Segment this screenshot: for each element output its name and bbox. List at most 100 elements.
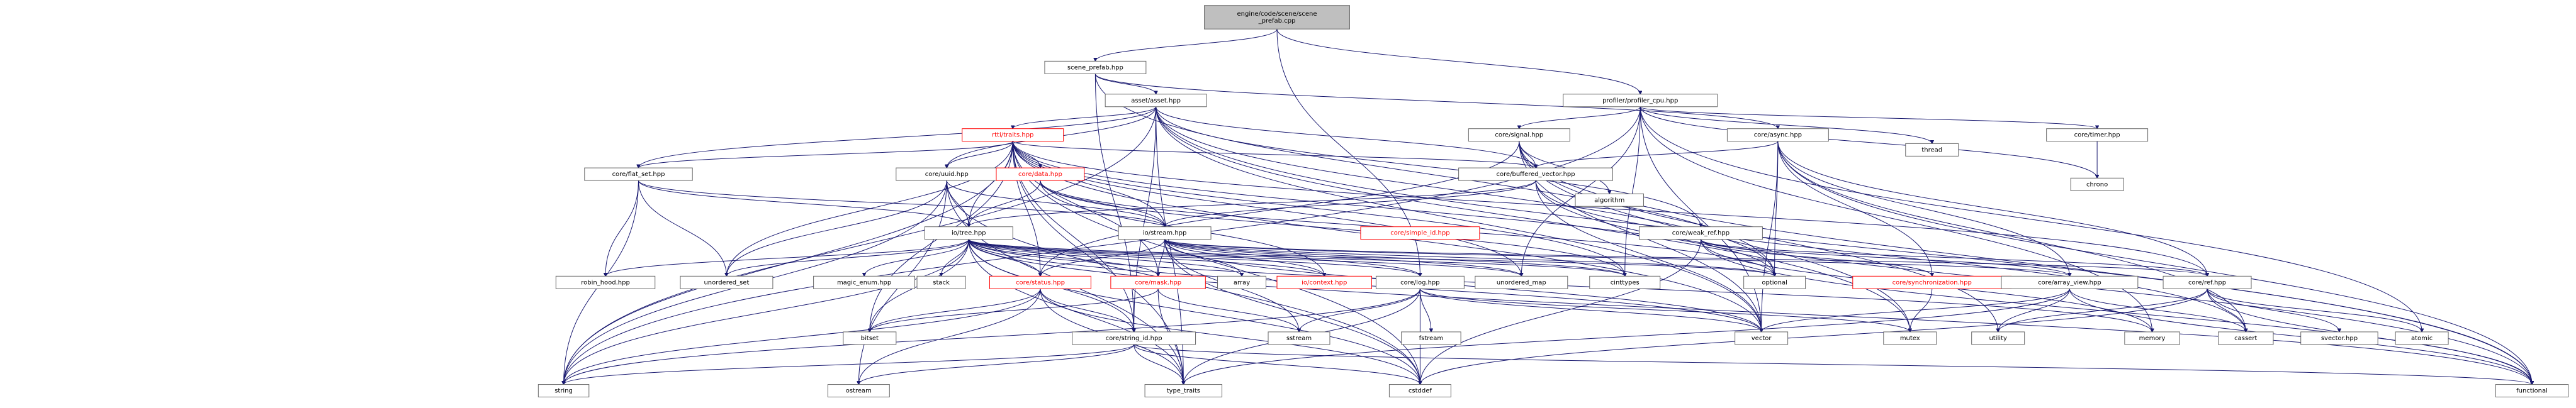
- node-memory[interactable]: memory: [2124, 331, 2180, 345]
- node-mask[interactable]: core/mask.hpp: [1110, 275, 1206, 289]
- edge-data-to-cinttypes: [1040, 180, 1625, 276]
- node-functional[interactable]: functional: [2495, 384, 2569, 398]
- node-label: core/array_view.hpp: [2038, 279, 2101, 286]
- node-scene_prefab[interactable]: scene_prefab.hpp: [1044, 60, 1147, 74]
- node-mutex[interactable]: mutex: [1883, 331, 1937, 345]
- node-weak_ref[interactable]: core/weak_ref.hpp: [1638, 226, 1763, 240]
- node-status[interactable]: core/status.hpp: [989, 275, 1091, 289]
- node-ostream[interactable]: ostream: [827, 384, 890, 398]
- edge-rtti-to-unordered_map: [1012, 141, 1521, 277]
- node-svector[interactable]: svector.hpp: [2300, 331, 2378, 345]
- node-simple_id[interactable]: core/simple_id.hpp: [1360, 226, 1480, 240]
- edge-tree-to-unordered_set: [726, 239, 969, 277]
- node-box: [2300, 331, 2378, 345]
- edge-stream-to-ref: [1164, 239, 2207, 277]
- edge-weak_ref-to-cstddef: [1420, 239, 1701, 385]
- node-flat_set[interactable]: core/flat_set.hpp: [584, 167, 693, 181]
- node-signal[interactable]: core/signal.hpp: [1468, 128, 1570, 142]
- edge-tree-to-log: [968, 239, 1420, 277]
- node-label: cinttypes: [1611, 279, 1640, 286]
- node-label: string: [554, 388, 573, 395]
- node-label: sstream: [1286, 335, 1312, 342]
- node-label: utility: [1989, 335, 2007, 342]
- node-box: [1458, 167, 1613, 181]
- node-box: [584, 167, 693, 181]
- node-chrono[interactable]: chrono: [2070, 177, 2124, 191]
- node-vector[interactable]: vector: [1735, 331, 1789, 345]
- node-label: _prefab.cpp: [1258, 18, 1296, 25]
- node-box: [1883, 331, 1937, 345]
- node-root[interactable]: engine/code/scene/scene_prefab.cpp: [1204, 5, 1350, 30]
- edge-profiler-to-string: [564, 106, 1641, 385]
- node-timer[interactable]: core/timer.hpp: [2046, 128, 2149, 142]
- edge-rtti-to-cinttypes: [1012, 141, 1625, 277]
- node-fstream[interactable]: fstream: [1401, 331, 1461, 345]
- edge-tree-to-array: [968, 239, 1242, 277]
- edge-status-to-bitset: [870, 289, 1041, 332]
- node-array[interactable]: array: [1217, 275, 1267, 289]
- node-box: [1401, 331, 1461, 345]
- node-cinttypes[interactable]: cinttypes: [1589, 275, 1661, 289]
- node-box: [1105, 94, 1207, 108]
- node-iocontext[interactable]: io/context.hpp: [1276, 275, 1372, 289]
- node-optional[interactable]: optional: [1743, 275, 1806, 289]
- node-sync[interactable]: core/synchronization.hpp: [1852, 275, 2012, 289]
- node-magic_enum[interactable]: magic_enum.hpp: [813, 275, 916, 289]
- node-buffered[interactable]: core/buffered_vector.hpp: [1458, 167, 1613, 181]
- node-unordered_set[interactable]: unordered_set: [680, 275, 773, 289]
- edge-tree-to-mask: [968, 239, 1158, 277]
- node-log[interactable]: core/log.hpp: [1375, 275, 1465, 289]
- node-array_view[interactable]: core/array_view.hpp: [2001, 275, 2139, 289]
- node-uuid[interactable]: core/uuid.hpp: [896, 167, 998, 181]
- edge-rtti-to-cstddef: [1012, 141, 1420, 385]
- node-utility[interactable]: utility: [1971, 331, 2025, 345]
- edge-profiler-to-thread: [1640, 106, 1932, 144]
- node-atomic[interactable]: atomic: [2395, 331, 2449, 345]
- node-label: memory: [2139, 335, 2166, 342]
- node-async[interactable]: core/async.hpp: [1726, 128, 1829, 142]
- node-tree[interactable]: io/tree.hpp: [924, 226, 1013, 240]
- node-box: [843, 331, 897, 345]
- edge-data-to-tree: [969, 180, 1041, 227]
- node-algorithm[interactable]: algorithm: [1575, 193, 1644, 207]
- edge-buffered-to-cassert: [1535, 180, 2246, 332]
- node-profiler[interactable]: profiler/profiler_cpu.hpp: [1563, 94, 1718, 108]
- node-label: algorithm: [1594, 197, 1624, 204]
- edge-status-to-string_id: [1040, 289, 1134, 332]
- node-thread[interactable]: thread: [1905, 143, 1959, 157]
- edge-asset-to-vector: [1156, 106, 1762, 332]
- node-cassert[interactable]: cassert: [2218, 331, 2274, 345]
- node-string[interactable]: string: [537, 384, 590, 398]
- node-box: [555, 275, 656, 289]
- node-sstream[interactable]: sstream: [1268, 331, 1330, 345]
- node-box: [813, 275, 916, 289]
- node-label: rtti/traits.hpp: [992, 132, 1033, 139]
- node-unordered_map[interactable]: unordered_map: [1475, 275, 1568, 289]
- node-box: [1575, 193, 1644, 207]
- node-box: [1360, 226, 1480, 240]
- edge-stream-to-mask: [1158, 239, 1166, 277]
- node-label: asset/asset.hpp: [1131, 97, 1181, 104]
- edge-asset-to-optional: [1156, 106, 1775, 277]
- node-ref[interactable]: core/ref.hpp: [2163, 275, 2252, 289]
- edge-rtti-to-buffered: [1012, 141, 1536, 168]
- edge-tree-to-magic_enum: [864, 239, 969, 277]
- node-stack[interactable]: stack: [916, 275, 966, 289]
- edge-async-to-sync: [1777, 141, 1932, 277]
- node-type_traits[interactable]: type_traits: [1144, 384, 1223, 398]
- node-bitset[interactable]: bitset: [843, 331, 897, 345]
- edge-stream-to-array_view: [1164, 239, 2070, 277]
- node-cstddef[interactable]: cstddef: [1388, 384, 1451, 398]
- node-string_id[interactable]: core/string_id.hpp: [1072, 331, 1196, 345]
- edge-stream-to-iocontext: [1164, 239, 1325, 277]
- node-label: unordered_set: [704, 279, 749, 286]
- edge-ref-to-cassert: [2207, 289, 2246, 332]
- node-data[interactable]: core/data.hpp: [996, 167, 1085, 181]
- edge-asset-to-buffered: [1156, 106, 1536, 168]
- node-box: [1217, 275, 1267, 289]
- node-asset[interactable]: asset/asset.hpp: [1105, 94, 1207, 108]
- edge-string_id-to-string: [564, 344, 1135, 385]
- node-stream[interactable]: io/stream.hpp: [1118, 226, 1212, 240]
- node-rtti[interactable]: rtti/traits.hpp: [962, 128, 1064, 142]
- node-robin[interactable]: robin_hood.hpp: [555, 275, 656, 289]
